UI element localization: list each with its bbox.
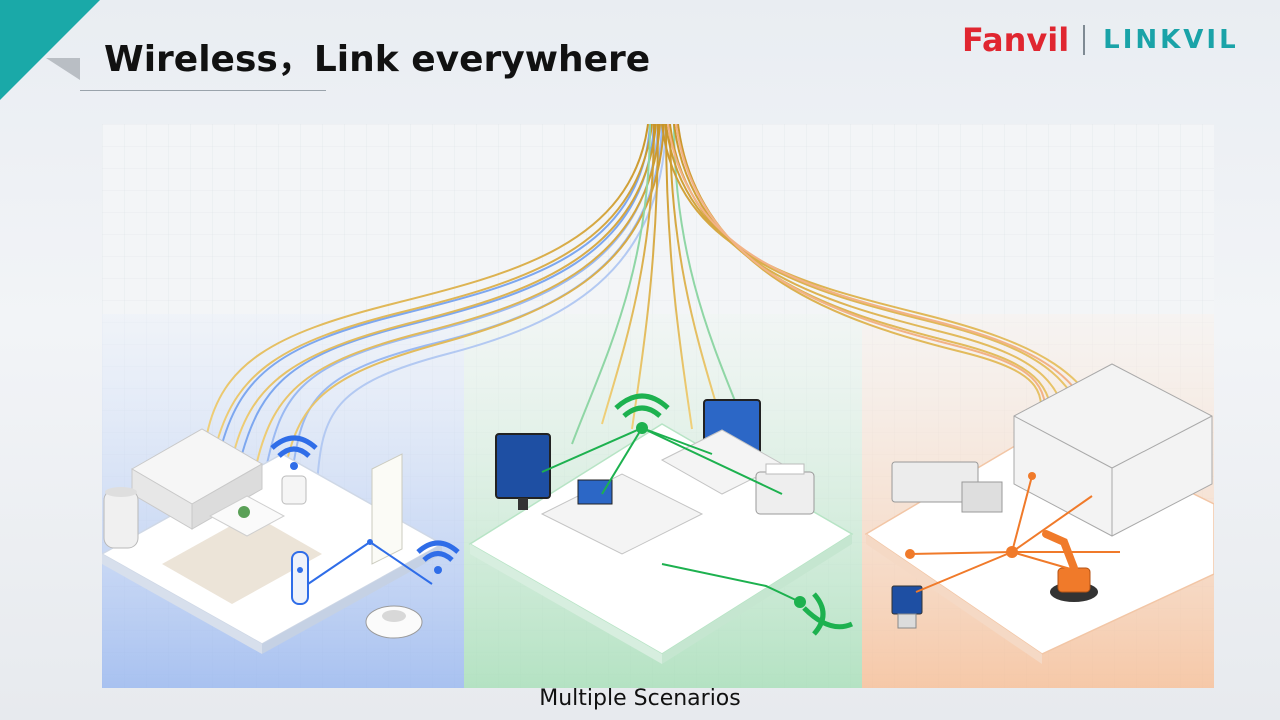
wifi-signal-icon [416, 540, 460, 574]
robot-vacuum-icon [365, 605, 423, 639]
home-scene [100, 428, 460, 654]
coffee-table [208, 495, 286, 537]
corner-fold [46, 58, 80, 80]
factory-floor-edge [866, 534, 1042, 664]
smart-lock-icon [291, 551, 309, 605]
logo-divider [1083, 25, 1086, 55]
robot-arm-icon [1042, 530, 1098, 602]
door-icon [371, 453, 403, 565]
brand-logo: Fanvil LINKVIL [962, 20, 1239, 60]
office-floor-edge [470, 544, 662, 664]
title-underline [80, 90, 326, 91]
slide-title: Wireless，Link everywhere [104, 39, 651, 80]
rug [162, 514, 322, 604]
scenario-illustration-svg [100, 123, 1215, 688]
home-floor-edge-right [262, 544, 442, 654]
production-line-icon [1013, 363, 1213, 537]
factory-link-lines [909, 475, 1120, 593]
fanvil-logo: Fanvil [962, 21, 1070, 59]
linkvil-logo: LINKVIL [1103, 25, 1239, 55]
control-station-icon [891, 461, 1003, 513]
air-purifier-icon [103, 487, 139, 549]
monitor-icon [495, 433, 551, 510]
wifi-access-point-icon [614, 393, 670, 434]
office-floor-edge-right [662, 534, 852, 664]
factory-scene [864, 363, 1215, 664]
corner-accent [0, 0, 100, 100]
home-floor-edge [102, 554, 262, 654]
slide-caption: Multiple Scenarios [539, 686, 741, 711]
wifi-hub-icon [270, 435, 318, 505]
scenario-illustration [100, 123, 1215, 688]
terminal-icon [891, 585, 923, 629]
office-scene [468, 393, 854, 664]
laptop-icon [577, 479, 613, 505]
printer-icon [755, 463, 815, 515]
office-link-lines [541, 427, 801, 603]
sofa-icon [131, 428, 263, 530]
wifi-node-icon [1006, 546, 1018, 558]
